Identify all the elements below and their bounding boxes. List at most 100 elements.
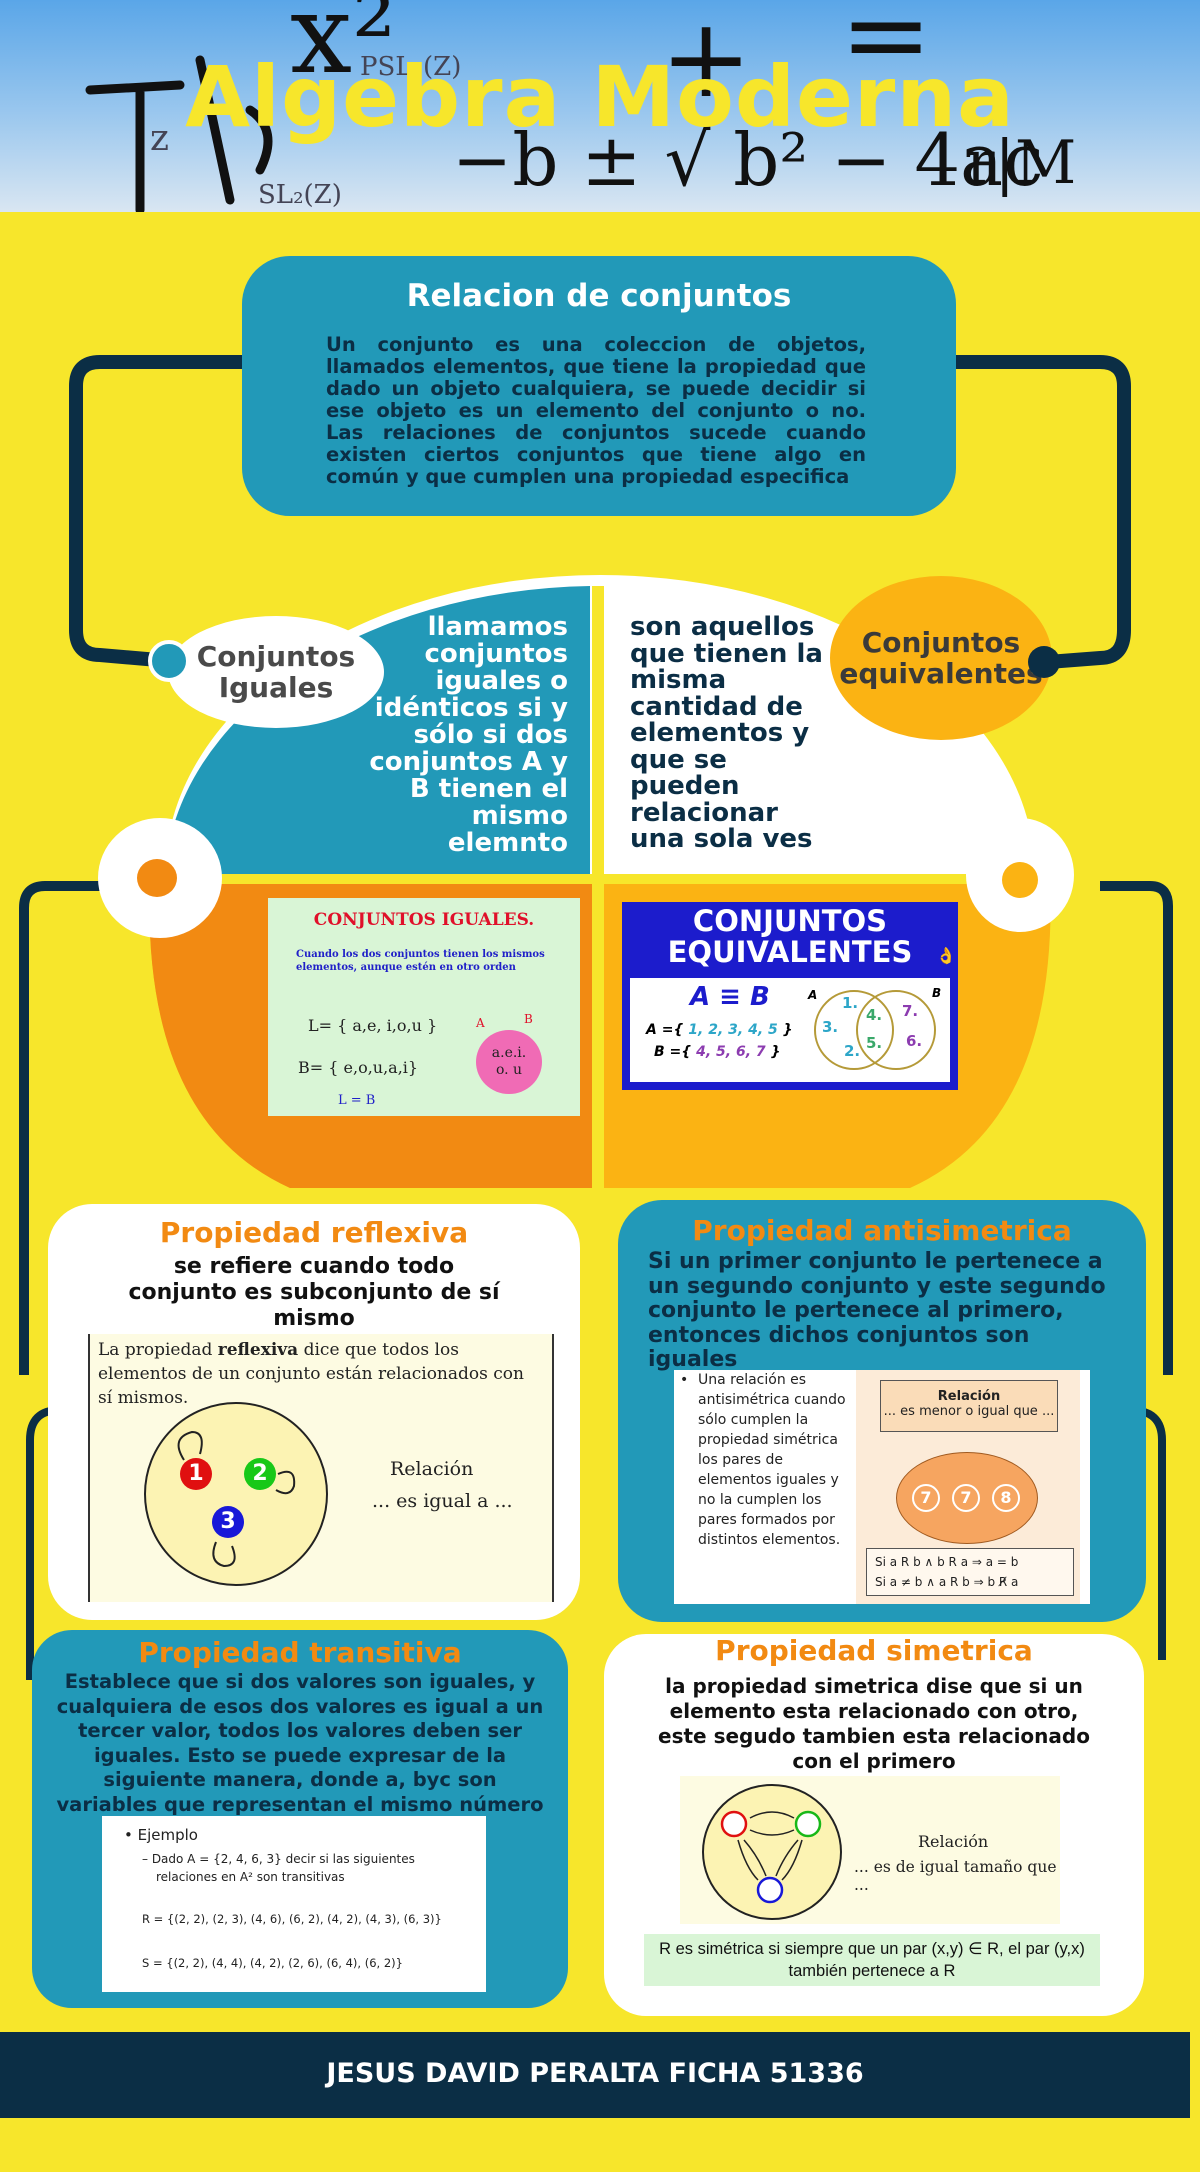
element-3: 3: [212, 1506, 244, 1538]
venn-label-b: B: [932, 986, 942, 1000]
example-label: Ejemplo: [137, 1826, 198, 1844]
antisimetrica-description: Si un primer conjunto le pertenece a un …: [648, 1249, 1106, 1372]
iguales-label-line2: Iguales: [218, 671, 334, 704]
example-line1: – Dado A = {2, 4, 6, 3} decir si las sig…: [142, 1852, 415, 1866]
math-decoration: +: [660, 0, 753, 122]
math-decoration: SL₂(Z): [258, 180, 342, 210]
reflexiva-description: se refiere cuando todo conjunto es subco…: [128, 1254, 500, 1331]
transitiva-title: Propiedad transitiva: [138, 1636, 462, 1669]
reflexiva-image: La propiedad reflexiva dice que todos lo…: [88, 1334, 554, 1602]
ok-hand-icon: 👌: [936, 946, 956, 965]
set-b-values: 4, 5, 6, 7: [696, 1044, 766, 1060]
circle-line1: a.e.i.: [491, 1045, 527, 1061]
element-node: 8: [992, 1484, 1020, 1512]
conjuntos-iguales-image: CONJUNTOS IGUALES. Cuando los dos conjun…: [268, 898, 580, 1116]
connector-dot: [1028, 646, 1060, 678]
set-a-values: 1, 2, 3, 4, 5: [688, 1022, 778, 1038]
venn-circle: a.e.i. o. u: [476, 1030, 542, 1094]
set-a-definition: A ={ 1, 2, 3, 4, 5 }: [646, 1022, 793, 1038]
b-set: B= { e,o,u,a,i}: [298, 1058, 419, 1077]
simetrica-note: R es simétrica si siempre que un par (x,…: [644, 1934, 1100, 1986]
equivalence-heading: A ≡ B: [690, 982, 770, 1012]
reflexiva-title: Propiedad reflexiva: [159, 1216, 469, 1249]
image-body: A ≡ B A ={ 1, 2, 3, 4, 5 } B ={ 4, 5, 6,…: [630, 978, 950, 1082]
page-title: Algebra Moderna: [185, 48, 1015, 146]
element-node: 7: [912, 1484, 940, 1512]
relation-circle: [144, 1402, 328, 1586]
text-pre: La propiedad: [98, 1340, 218, 1360]
math-decoration: x²: [290, 0, 397, 98]
decorative-dot: [137, 859, 177, 897]
image-title: CONJUNTOS IGUALES.: [313, 910, 535, 930]
antisimetrica-image: • Una relación es antisimétrica cuando s…: [674, 1370, 1090, 1604]
self-loop-arrows: [177, 1430, 296, 1568]
intro-body: Un conjunto es una coleccion de objetos,…: [326, 333, 866, 488]
connector-dot: [148, 640, 190, 682]
circle-line2: o. u: [495, 1062, 523, 1078]
iguales-description: llamamos conjuntos iguales o idénticos s…: [369, 612, 568, 858]
relation-title: Relación: [390, 1458, 474, 1480]
math-decoration: r|M: [966, 128, 1077, 198]
math-decoration: PSL₂(Z): [360, 52, 462, 82]
formula-box: Si a R b ∧ b R a ⇒ a = b Si a ≠ b ∧ a R …: [866, 1548, 1074, 1596]
reflexiva-card: Propiedad reflexiva se refiere cuando to…: [48, 1204, 580, 1620]
l-set: L= { a,e, i,o,u }: [308, 1016, 438, 1035]
example-bullet: • Ejemplo: [124, 1826, 198, 1844]
relation-s: S = {(2, 2), (4, 4), (4, 2), (2, 6), (6,…: [142, 1956, 403, 1970]
conjuntos-equivalentes-image: CONJUNTOS EQUIVALENTES 👌 A ≡ B A ={ 1, 2…: [622, 902, 958, 1090]
math-decoration: z: [150, 118, 169, 159]
venn-number: 7.: [902, 1002, 919, 1020]
venn-number: 5.: [866, 1034, 883, 1052]
relation-title: Relación: [918, 1832, 989, 1851]
antisimetrica-card: Propiedad antisimetrica Si un primer con…: [618, 1200, 1146, 1622]
set-b-label: B: [524, 1012, 533, 1026]
element-1: 1: [180, 1458, 212, 1490]
image-title-line1: CONJUNTOS: [692, 904, 888, 938]
math-decoration: −b ± √ b² − 4ac: [452, 118, 1044, 202]
venn-circle-b: [856, 990, 936, 1070]
clock-icons: [720, 1810, 822, 1904]
element-2: 2: [244, 1458, 276, 1490]
text-bold: reflexiva: [217, 1340, 299, 1360]
venn-label-a: A: [808, 988, 818, 1002]
element-node: 7: [952, 1484, 980, 1512]
antisimetrica-diagram: Relación ... es menor o igual que ... 7 …: [856, 1370, 1080, 1604]
relation-box: Relación ... es menor o igual que ...: [880, 1380, 1058, 1432]
set-b-definition: B ={ 4, 5, 6, 7 }: [654, 1044, 781, 1060]
relation-title: Relación: [937, 1389, 1001, 1404]
set-a-prefix: A ={: [646, 1022, 684, 1038]
formula-2: Si a ≠ b ∧ a R b ⇒ b R̸ a: [875, 1575, 1019, 1589]
set-b-prefix: B ={: [654, 1044, 692, 1060]
conjuntos-equivalentes-label: Conjuntos equivalentes: [830, 576, 1052, 740]
bullet-text: Una relación es antisimétrica cuando sól…: [698, 1372, 846, 1548]
transitiva-card: Propiedad transitiva Establece que si do…: [32, 1630, 568, 2008]
equivalentes-label-line1: Conjuntos: [861, 626, 1021, 659]
relation-circle: [702, 1784, 842, 1920]
relation-description: ... es de igual tamaño que ...: [854, 1858, 1057, 1894]
decorative-dot: [1002, 862, 1038, 898]
venn-number: 1.: [842, 994, 859, 1012]
set-a-label: A: [476, 1016, 485, 1030]
footer-bar: JESUS DAVID PERALTA FICHA 51336: [0, 2032, 1190, 2118]
transitiva-description: Establece que si dos valores son iguales…: [56, 1670, 544, 1816]
equivalentes-label-line2: equivalentes: [839, 657, 1043, 690]
image-title-line2: EQUIVALENTES: [667, 935, 913, 969]
formula-1: Si a R b ∧ b R a ⇒ a = b: [875, 1555, 1019, 1569]
simetrica-card: Propiedad simetrica la propiedad simetri…: [604, 1634, 1144, 2016]
iguales-label-line1: Conjuntos: [196, 640, 356, 673]
venn-number: 3.: [822, 1018, 839, 1036]
venn-number: 4.: [866, 1006, 883, 1024]
simetrica-image: Relación ... es de igual tamaño que ...: [680, 1776, 1060, 1924]
text-post: dice que todos los elementos de un conju…: [98, 1340, 524, 1408]
intro-heading: Relacion de conjuntos: [406, 278, 792, 314]
math-decoration: =: [840, 0, 933, 98]
antisimetrica-title: Propiedad antisimetrica: [692, 1214, 1072, 1247]
conjuntos-iguales-label: Conjuntos Iguales: [168, 616, 384, 728]
example-line2: relaciones en A² son transitivas: [156, 1870, 345, 1884]
footer-text: JESUS DAVID PERALTA FICHA 51336: [326, 2058, 864, 2089]
relation-r: R = {(2, 2), (2, 3), (4, 6), (6, 2), (4,…: [142, 1912, 442, 1926]
reflexiva-image-text: La propiedad reflexiva dice que todos lo…: [98, 1338, 538, 1410]
image-subtitle: Cuando los dos conjuntos tienen los mism…: [296, 949, 545, 973]
relation-description: ... es igual a ...: [372, 1490, 513, 1512]
